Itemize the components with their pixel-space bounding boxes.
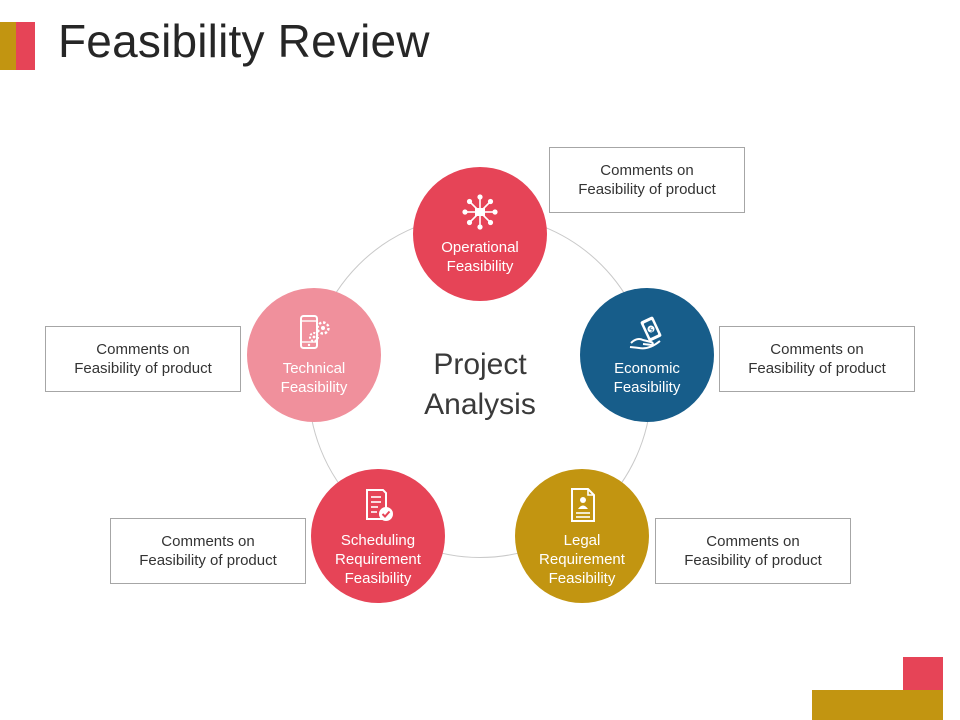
page-title: Feasibility Review: [58, 15, 430, 67]
node-technical-line2: Feasibility: [280, 379, 348, 396]
comment-box-legal: Comments on Feasibility of product: [655, 518, 851, 584]
node-legal-line1: Legal: [563, 531, 601, 549]
checklist-icon: [366, 488, 393, 521]
comment-box-economic: Comments on Feasibility of product: [719, 326, 915, 392]
node-scheduling-line3: Feasibility: [344, 569, 412, 587]
node-operational-line1: Operational: [441, 239, 519, 256]
comment-legal-line1: Comments on: [706, 533, 800, 550]
comment-box-technical: Comments on Feasibility of product: [45, 326, 241, 392]
comment-operational-line2: Feasibility of product: [578, 181, 716, 198]
network-icon: [462, 194, 498, 230]
accent-block-gold-bottom: [812, 690, 943, 720]
node-economic-line1: Economic: [614, 360, 680, 377]
node-scheduling-line1: Scheduling: [340, 531, 416, 549]
comment-technical-line1: Comments on: [96, 341, 190, 358]
comment-economic-line2: Feasibility of product: [748, 360, 886, 377]
node-economic-line2: Feasibility: [613, 379, 681, 396]
center-label: Project Analysis: [380, 345, 580, 425]
node-operational-feasibility: Operational Feasibility: [413, 167, 547, 301]
node-legal-feasibility: Legal Requirement Feasibility: [515, 469, 649, 603]
svg-text:$: $: [648, 326, 655, 334]
node-scheduling-line2: Requirement: [335, 550, 421, 568]
node-legal-line3: Feasibility: [548, 569, 616, 587]
comment-scheduling-line2: Feasibility of product: [139, 552, 277, 569]
center-label-line1: Project: [433, 348, 527, 381]
document-person-icon: [571, 487, 595, 522]
node-technical-line1: Technical: [282, 360, 346, 377]
node-operational-label: Operational Feasibility: [441, 238, 519, 276]
comment-operational-line1: Comments on: [600, 162, 694, 179]
node-economic-label: Economic Feasibility: [614, 359, 681, 397]
node-scheduling-label: Scheduling Requirement Feasibility: [335, 531, 421, 588]
comment-technical-line2: Feasibility of product: [74, 360, 212, 377]
center-label-line2: Analysis: [424, 388, 536, 421]
accent-bar-gold-top: [0, 22, 16, 70]
comment-box-scheduling: Comments on Feasibility of product: [110, 518, 306, 584]
comment-box-operational: Comments on Feasibility of product: [549, 147, 745, 213]
phone-gear-icon: [300, 315, 330, 349]
comment-economic-line1: Comments on: [770, 341, 864, 358]
node-legal-label: Legal Requirement Feasibility: [539, 531, 625, 588]
hand-money-icon: $: [629, 316, 662, 350]
node-operational-line2: Feasibility: [446, 258, 514, 275]
comment-scheduling-line1: Comments on: [161, 533, 255, 550]
comment-legal-line2: Feasibility of product: [684, 552, 822, 569]
node-scheduling-feasibility: Scheduling Requirement Feasibility: [311, 469, 445, 603]
accent-block-red-bottom: [903, 657, 943, 690]
node-economic-feasibility: $ Economic Feasibility: [580, 288, 714, 422]
node-technical-feasibility: Technical Feasibility: [247, 288, 381, 422]
node-technical-label: Technical Feasibility: [281, 359, 348, 397]
node-legal-line2: Requirement: [539, 550, 625, 568]
accent-bar-red-top: [16, 22, 35, 70]
